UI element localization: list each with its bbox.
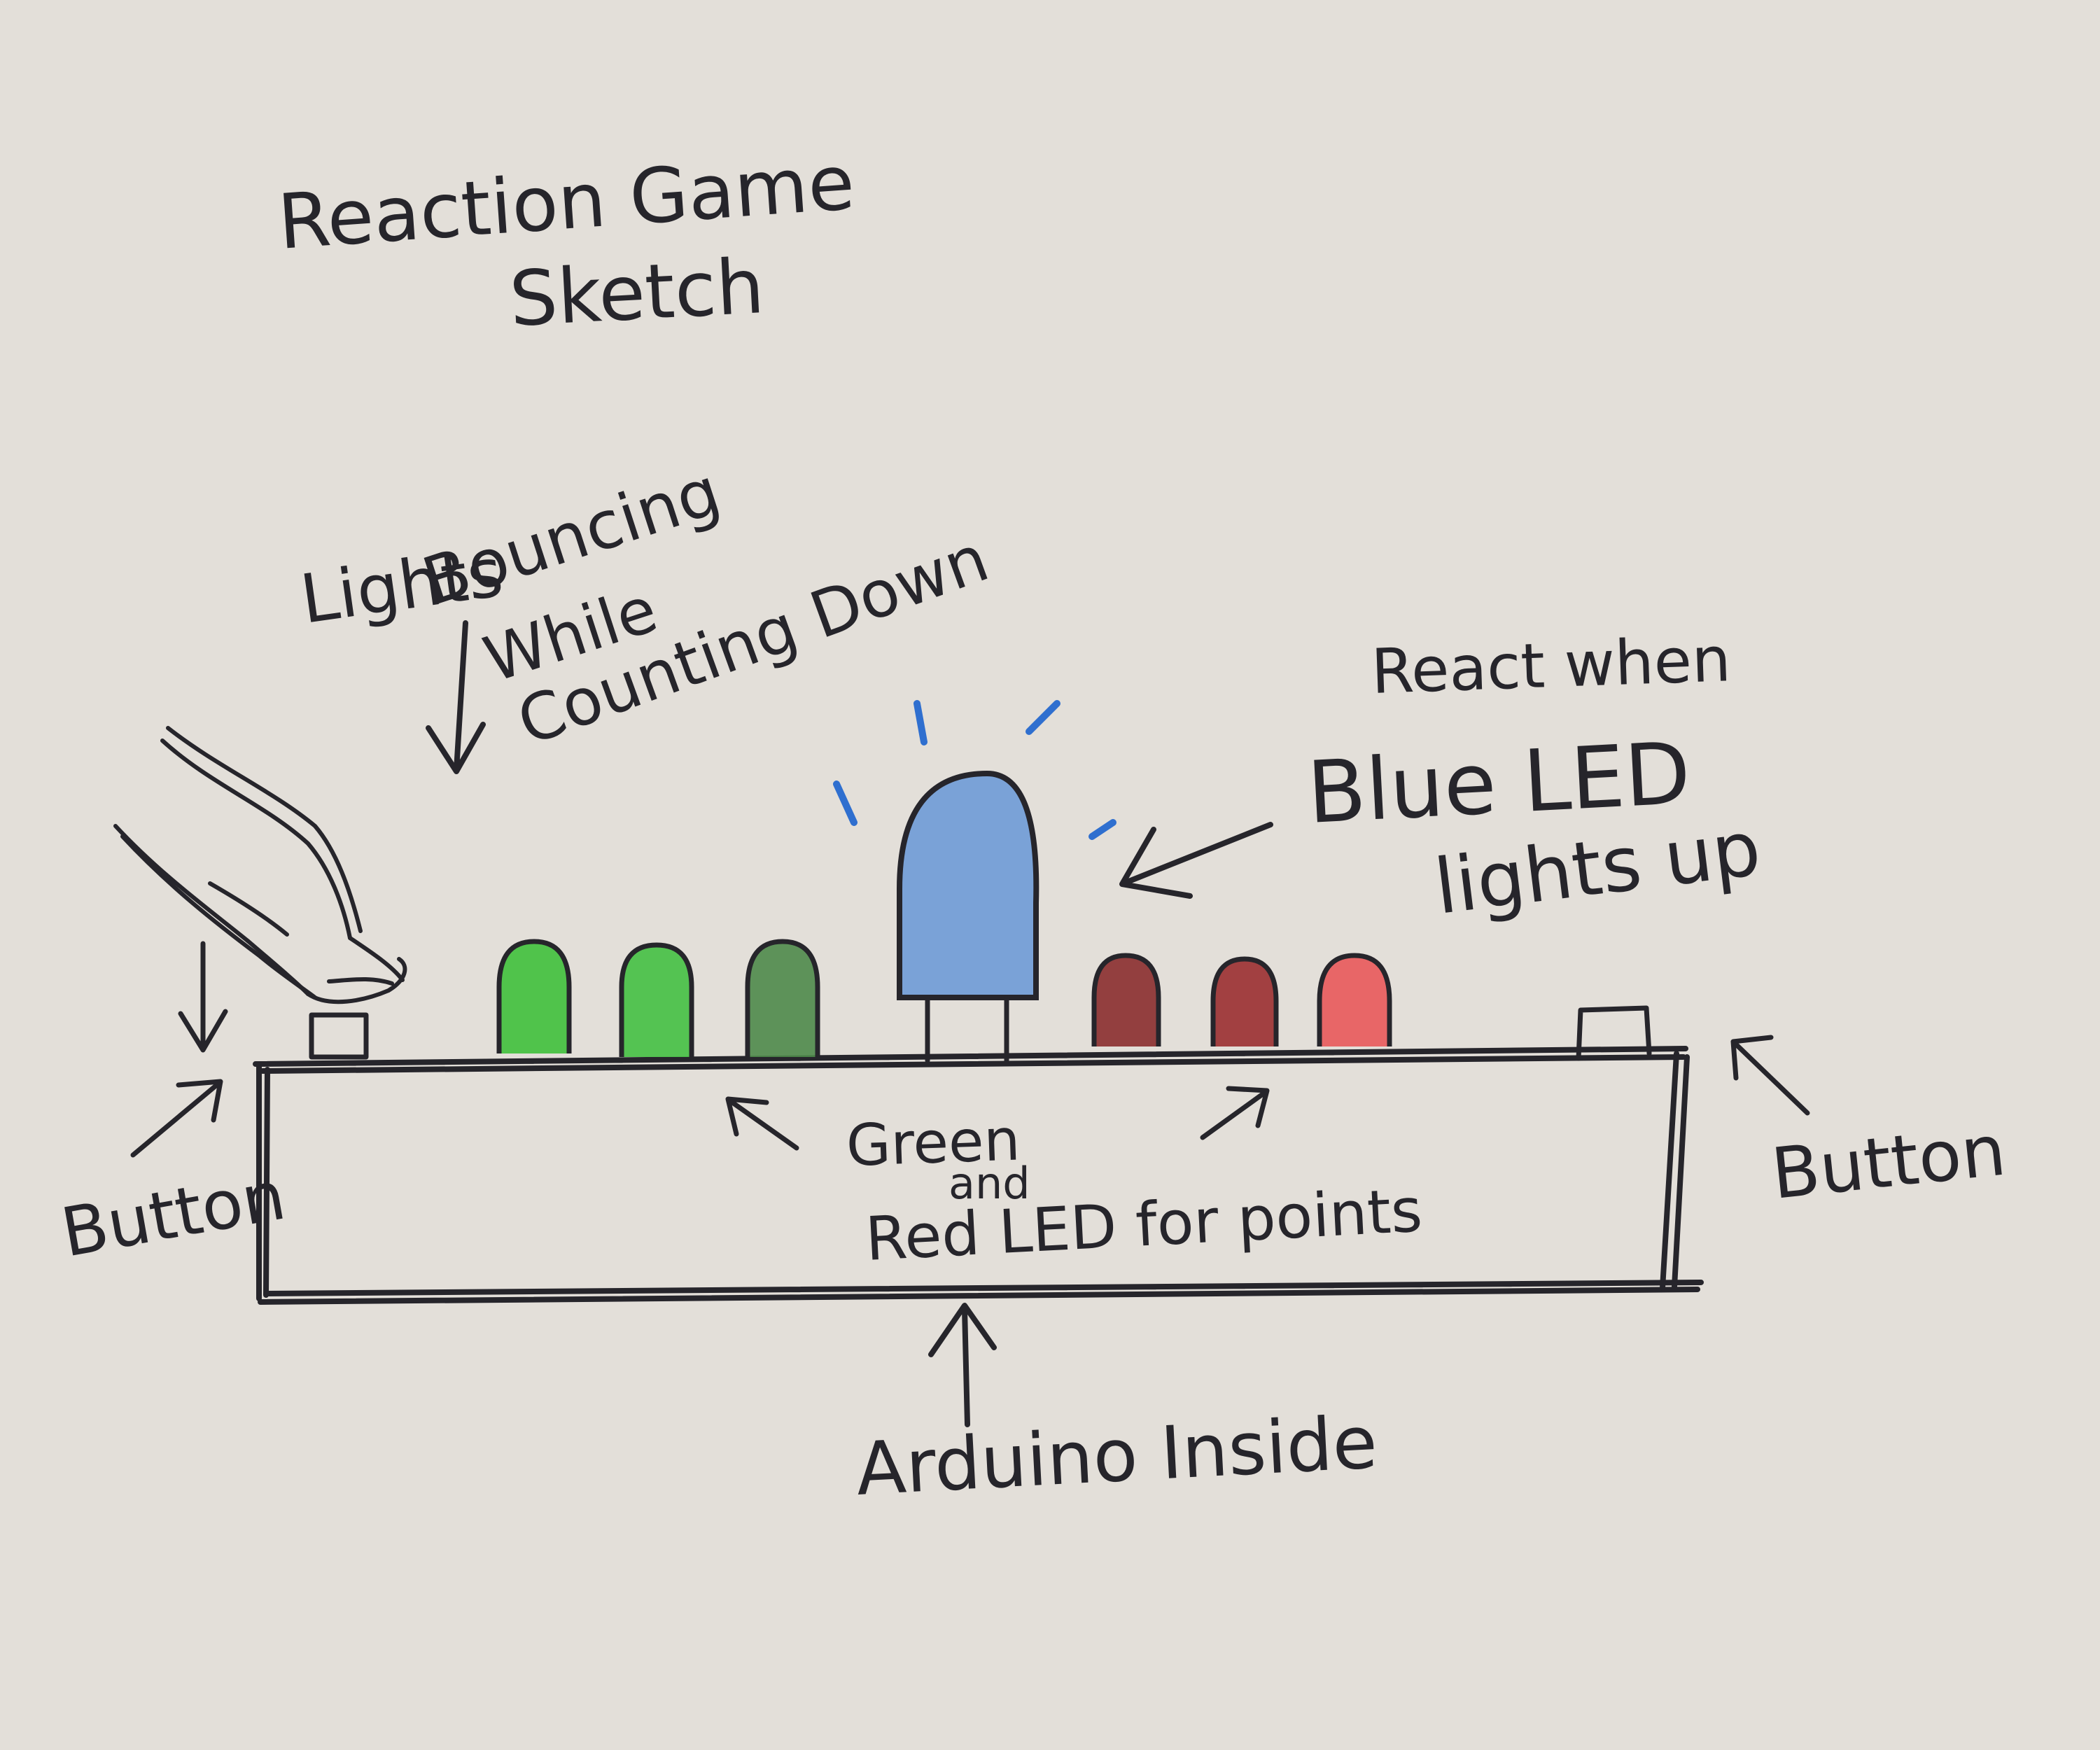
blue-led-label: Blue LED: [1305, 723, 1693, 842]
title-line-2: Sketch: [507, 243, 766, 344]
arrow-to-blue-led: [1119, 822, 1273, 899]
and-label: and: [948, 1158, 1030, 1209]
green-led-3: [745, 939, 820, 1057]
left-press-arrow: [178, 941, 228, 1053]
red-led-2: [1210, 956, 1279, 1046]
red-led-3: [1317, 953, 1392, 1046]
down-arrow-lights: [426, 620, 486, 774]
red-led-1: [1091, 953, 1161, 1046]
right-button-arrow: [1730, 1035, 1810, 1116]
green-led-1: [496, 939, 572, 1054]
arrow-to-red-leds: [1200, 1086, 1270, 1140]
device-box: [253, 1046, 1704, 1305]
blue-led: [897, 770, 1040, 1063]
red-led-for-points-label: Red LED for points: [864, 1175, 1424, 1275]
left-button-arrow: [130, 1079, 223, 1158]
right-button-cap: [1576, 1005, 1652, 1061]
green-led-2: [619, 942, 694, 1057]
blue-led-glow-rays: [833, 700, 1116, 840]
arrow-to-box: [928, 1303, 997, 1427]
left-button-label: Button: [56, 1156, 291, 1273]
react-when-label: React when: [1370, 623, 1732, 708]
arduino-inside-label: Arduino Inside: [854, 1399, 1380, 1512]
left-button-cap: [309, 1012, 369, 1060]
arrow-to-green-leds: [725, 1096, 799, 1151]
green-label: Green: [845, 1107, 1021, 1180]
right-button-label: Button: [1768, 1109, 2009, 1214]
led-row: [496, 770, 1392, 1063]
title-line-1: Reaction Game: [275, 139, 858, 267]
hand-sketch: [113, 726, 407, 1004]
